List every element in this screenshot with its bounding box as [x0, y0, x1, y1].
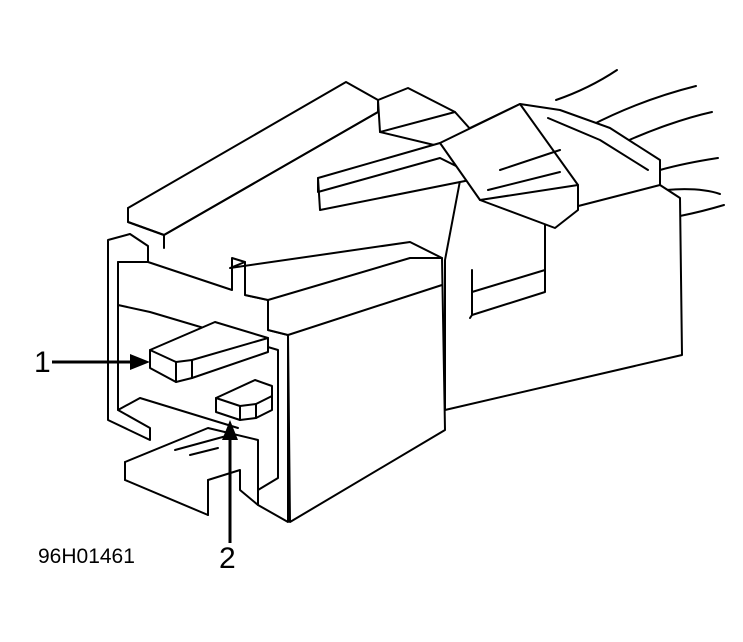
terminal-1	[149, 321, 269, 383]
arrowhead-1-icon	[130, 354, 150, 370]
callout-1-label: 1	[34, 346, 51, 379]
terminal-2	[215, 379, 273, 421]
arrowhead-2-icon	[222, 420, 238, 440]
housing-lower-tab	[124, 427, 259, 516]
callout-2-label: 2	[219, 542, 236, 575]
leader-1	[52, 354, 150, 370]
housing-top-ribs	[127, 81, 579, 249]
leader-2	[222, 420, 238, 543]
housing-side-panel	[229, 241, 446, 523]
figure-code: 96H01461	[38, 545, 135, 568]
housing-front-frame	[107, 233, 289, 523]
